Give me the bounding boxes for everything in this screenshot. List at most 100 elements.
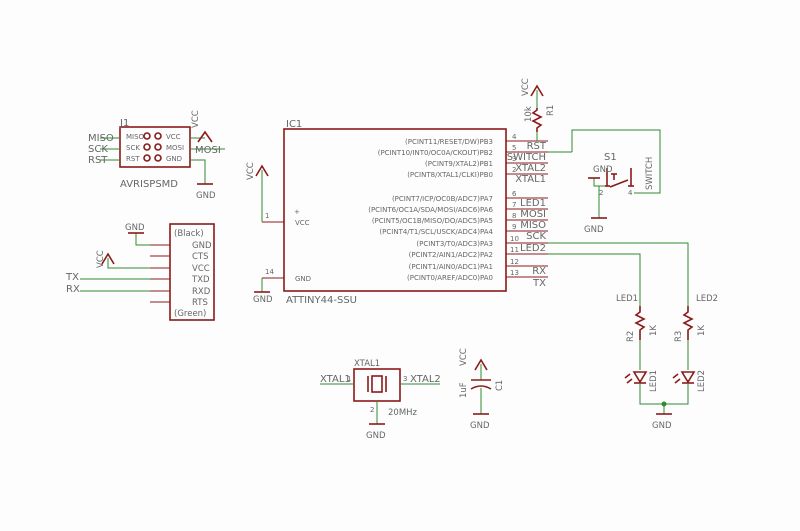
j1-net: MISO xyxy=(88,133,114,144)
ic1-pin-num: 14 xyxy=(265,268,274,276)
ftdi-net: GND xyxy=(125,223,145,233)
ic1-pin-label: GND xyxy=(295,275,311,283)
svg-text:GND: GND xyxy=(584,225,604,235)
r3-value: 1K xyxy=(697,325,707,336)
ic1-pin-num: 8 xyxy=(512,212,516,220)
xtal1-net: XTAL2 xyxy=(410,374,441,385)
xtal1-pin: 1 xyxy=(347,375,351,383)
xtal1-name: XTAL1 xyxy=(354,359,380,369)
c1-gnd: GND xyxy=(470,421,490,431)
xtal1-crystal[interactable]: XTAL1 20MHz 1 3 2 XTAL1 XTAL2 GND xyxy=(320,359,441,441)
r2-value: 1K xyxy=(649,325,659,336)
ic1-vcc-symbol: VCC xyxy=(246,162,269,222)
ic1-pin-label: (PCINT7/ICP/OC0B/ADC7)PA7 xyxy=(392,195,493,203)
ic1-part: ATTINY44-SSU xyxy=(286,295,357,306)
ftdi-net: TX xyxy=(65,272,79,283)
j1-net: SCK xyxy=(88,144,108,155)
svg-text:GND: GND xyxy=(253,295,273,305)
ftdi-pin: VCC xyxy=(192,264,210,274)
net-label: SCK xyxy=(526,231,546,242)
s1-switch[interactable]: S1 2 4 SWITCH xyxy=(599,152,655,197)
ftdi-pin: CTS xyxy=(192,252,209,262)
ic1-pin-num: 4 xyxy=(512,133,517,141)
r3-net: LED2 xyxy=(696,294,718,304)
ftdi-pin: RXD xyxy=(192,287,211,297)
net-label: MOSI xyxy=(520,209,546,220)
c1-capacitor[interactable]: GND VCC 1uF C1 xyxy=(459,348,505,431)
ic1-pin-label: (PCINT10/INT0/OC0A/CKOUT)PB2 xyxy=(378,149,493,157)
net-label: RX xyxy=(532,266,546,277)
j1-pin-label: MOSI xyxy=(166,144,184,152)
ic1-pin-label: (PCINT6/OC1A/SDA/MOSI/ADC6)PA6 xyxy=(368,206,493,214)
ic1-pin-label: (PCINT8/XTAL1/CLKI)PB0 xyxy=(407,171,493,179)
ic1-pin-label: (PCINT5/OC1B/MISO/DO/ADC5)PA5 xyxy=(372,217,493,225)
svg-text:GND: GND xyxy=(593,165,613,175)
ic1-pin-num: 10 xyxy=(510,235,519,243)
ftdi-top-label: (Black) xyxy=(174,229,204,239)
ftdi-header[interactable]: (Black) (Green) GND CTS VCC TXD RXD RTS … xyxy=(65,223,215,321)
ic1-pin-num: 3 xyxy=(512,155,516,163)
j1-net: MOSI xyxy=(195,145,221,156)
xtal1-gnd: GND xyxy=(366,431,386,441)
svg-text:VCC: VCC xyxy=(246,162,256,180)
r3-resistor[interactable]: R3 1K xyxy=(674,306,707,342)
r1-name: R1 xyxy=(546,105,556,116)
ic1-component[interactable]: IC1 ATTINY44-SSU 1 14 VCC GND + (PCINT11… xyxy=(262,119,548,306)
ic1-pin-label: VCC xyxy=(295,219,310,227)
xtal1-pin: 2 xyxy=(370,406,374,414)
led-gnd: GND xyxy=(652,421,672,431)
ic1-pin-label: (PCINT1/AIN0/ADC1)PA1 xyxy=(409,263,493,271)
ftdi-pin: TXD xyxy=(191,275,210,285)
ftdi-pin: GND xyxy=(192,241,212,251)
r2-net: LED1 xyxy=(616,294,638,304)
ic1-pin-label: (PCINT0/AREF/ADC0)PA0 xyxy=(407,274,493,282)
net-label: SWITCH xyxy=(507,152,546,163)
j1-part: AVRISPSMD xyxy=(120,179,178,190)
r3-name: R3 xyxy=(674,331,684,342)
ic1-pin-num: 5 xyxy=(512,144,516,152)
ic1-name: IC1 xyxy=(286,119,302,130)
ic1-pin-num: 7 xyxy=(512,201,516,209)
ic1-pin-label: (PCINT9/XTAL2)PB1 xyxy=(425,160,493,168)
net-label: LED2 xyxy=(520,243,546,254)
c1-value: 1uF xyxy=(459,382,469,398)
ftdi-pin: RTS xyxy=(192,298,208,308)
led1-name: LED1 xyxy=(649,370,659,392)
ic1-plus-mark: + xyxy=(294,208,300,216)
led2-name: LED2 xyxy=(697,370,707,392)
led1-diode[interactable]: LED1 xyxy=(624,370,659,392)
r1-resistor[interactable]: VCC 10k R1 xyxy=(521,78,556,141)
j1-pin-label: SCK xyxy=(126,144,140,152)
net-label: XTAL1 xyxy=(515,174,546,185)
ic1-pin-num: 11 xyxy=(510,246,519,254)
net-label: RST xyxy=(527,141,547,152)
r1-vcc-label: VCC xyxy=(521,78,531,96)
s1-gnd-symbol: GND GND xyxy=(584,165,613,235)
s1-pin: 4 xyxy=(628,189,633,197)
led2-diode[interactable]: LED2 xyxy=(672,370,707,392)
j1-net: RST xyxy=(88,155,108,166)
xtal1-net: XTAL1 xyxy=(320,374,351,385)
ic1-pin-num: 9 xyxy=(512,223,516,231)
ic1-pin-num: 6 xyxy=(512,190,517,198)
r2-resistor[interactable]: R2 1K xyxy=(626,306,659,342)
net-label: XTAL2 xyxy=(515,163,546,174)
s1-pin: 2 xyxy=(599,189,603,197)
j1-pin-label: GND xyxy=(166,155,182,163)
ic1-pin-label: (PCINT3/T0/ADC3)PA3 xyxy=(416,240,493,248)
j1-pin-label: MISO xyxy=(126,133,145,141)
j1-connector[interactable]: J1 AVRISPSMD MISO SCK RST VCC MOSI GND M… xyxy=(88,110,225,201)
ic1-pin-num: 13 xyxy=(510,269,519,277)
c1-vcc: VCC xyxy=(459,348,469,366)
r2-name: R2 xyxy=(626,331,636,342)
ic1-gnd-symbol: GND xyxy=(253,278,273,305)
j1-name: J1 xyxy=(119,118,129,129)
ic1-right-pins: (PCINT11/RESET/DW)PB3 (PCINT10/INT0/OC0A… xyxy=(368,138,493,282)
j1-pin-label: VCC xyxy=(166,133,181,141)
ic1-pin-num: 12 xyxy=(510,258,519,266)
s1-net: SWITCH xyxy=(645,157,655,190)
ic1-pin-num: 2 xyxy=(512,166,516,174)
j1-net: GND xyxy=(196,191,216,201)
j1-net: VCC xyxy=(191,110,201,128)
